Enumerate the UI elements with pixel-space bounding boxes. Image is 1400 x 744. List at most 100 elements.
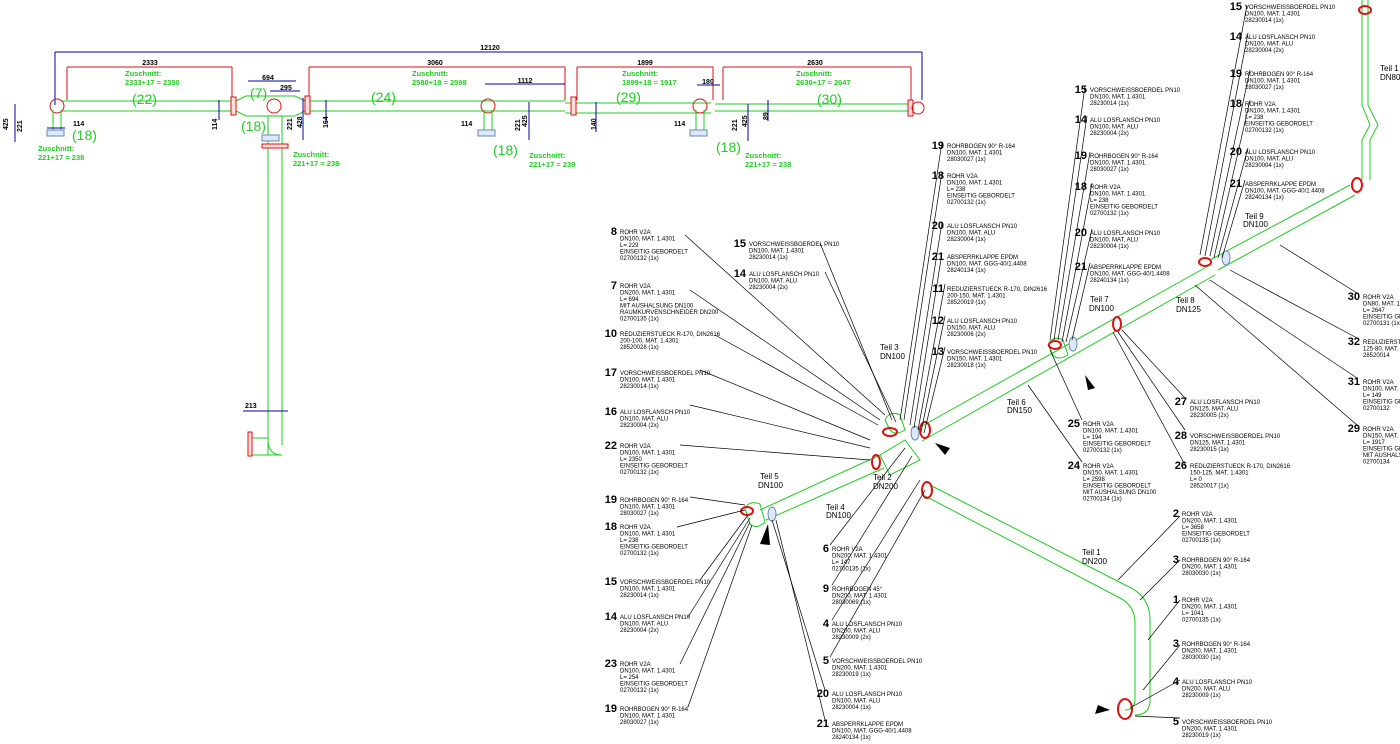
callout-line: EINSEITIG GEBORDELT xyxy=(620,250,688,256)
teil-6-dn: DN150 xyxy=(1007,406,1032,415)
callout-number: 21 xyxy=(1075,261,1087,273)
pipe-label-29: (29) xyxy=(616,89,641,105)
callout-line: DN80, MAT. 1.4301 xyxy=(1363,302,1400,308)
callout-line: ROHR V2A xyxy=(1245,102,1276,108)
flanges-elevation xyxy=(230,95,914,457)
callout-line: 02700132 (1x) xyxy=(620,688,659,694)
callout-line: 28230004 (1x) xyxy=(832,705,871,711)
callout-line: DN100, MAT. 1.4301 xyxy=(1090,95,1146,101)
callout-line: DN200, MAT. 1.4301 xyxy=(1182,727,1238,733)
callout-line: DN100, MAT. GGG-40/1.4408 xyxy=(832,729,912,735)
callout-line: DN100, MAT. ALU xyxy=(1090,125,1138,131)
callout-line: REDUZIERSTUECK R-170, DIN2616 xyxy=(947,287,1048,293)
callout-line: DN100, MAT. 1.4301 xyxy=(1090,161,1146,167)
callout-line: ROHRBOGEN 90° R-164 xyxy=(620,498,689,504)
callout-line: DN200, MAT. ALU xyxy=(1182,687,1230,693)
callout-line: L= 1917 xyxy=(1363,440,1386,446)
callout-line: 28230014 (1x) xyxy=(1090,101,1129,107)
callout-line: EINSEITIG GEBORDELT xyxy=(1245,122,1313,128)
callout-line: 02700132 (1x) xyxy=(620,551,659,557)
cut-value-30: 2630+17 = 2647 xyxy=(796,78,851,87)
dim-180: 180 xyxy=(702,79,714,86)
callout-line: 02700132 (1x) xyxy=(1090,211,1129,217)
callout-line: ALU LOSFLANSCH PN10 xyxy=(1245,35,1316,41)
callout-number: 32 xyxy=(1348,336,1360,348)
callout-line: 28240134 (1x) xyxy=(947,268,986,274)
callout-line: EINSEITIG GEBORDELT xyxy=(620,545,688,551)
callout-line: DN100, MAT. ALU xyxy=(947,231,995,237)
callout-number: 18 xyxy=(1230,98,1242,110)
callout-line: 28240134 (1x) xyxy=(1245,195,1284,201)
callout-line: ALU LOSFLANSCH PN10 xyxy=(620,615,691,621)
callout-line: ROHR V2A xyxy=(1363,380,1394,386)
callout-line: ALU LOSFLANSCH PN10 xyxy=(832,622,903,628)
callout-line: 28230004 (1x) xyxy=(947,237,986,243)
callout-line: DN100, MAT. 1.4301 xyxy=(1090,192,1146,198)
callout-line: 150-125, MAT. 1.4301 xyxy=(1190,471,1249,477)
callout-line: DN100, MAT. 1.4301 xyxy=(620,714,676,720)
teil-9-dn: DN100 xyxy=(1243,220,1268,229)
callout-line: ROHR V2A xyxy=(1083,464,1114,470)
callout-line: ALU LOSFLANSCH PN10 xyxy=(1190,400,1261,406)
dim-1112: 1112 xyxy=(518,78,533,85)
pipe-label-22: (22) xyxy=(132,91,157,107)
dim-89: 89 xyxy=(763,112,770,120)
callout-line: DN125, MAT. ALU xyxy=(1190,407,1238,413)
callout-line: 28230006 (2x) xyxy=(947,332,986,338)
dim-213: 213 xyxy=(245,403,257,410)
callout-line: 200-150, MAT. 1.4301 xyxy=(947,294,1006,300)
elbows-elevation xyxy=(49,98,925,115)
teil-9-name: Teil 9 xyxy=(1245,212,1264,221)
callout-line: RAUMKURVENSCHNEIDER DN200 xyxy=(620,310,719,316)
callout-line: L= 238 xyxy=(1245,115,1264,121)
teil-6-name: Teil 6 xyxy=(1007,398,1026,407)
iso-pipes xyxy=(744,0,1379,716)
callout-line: 28230019 (1x) xyxy=(832,672,871,678)
callout-line: 28230004 (2x) xyxy=(620,628,659,634)
teil-labels: Teil 1 DN200 Teil 2 DN200 Teil 3 DN100 T… xyxy=(758,64,1400,566)
callout-number: 9 xyxy=(823,583,829,595)
callout-number: 10 xyxy=(605,328,617,340)
dim-221-a: 221 xyxy=(17,120,24,132)
callout-line: 125-80, MAT. xyxy=(1363,347,1399,353)
callout-line: 28230004 (2x) xyxy=(749,285,788,291)
callout-number: 4 xyxy=(823,618,830,630)
callout-line: DN100, MAT. 1.4301 xyxy=(620,237,676,243)
callout-line: ALU LOSFLANSCH PN10 xyxy=(749,272,820,278)
callout-line: 200-100, MAT. 1.4301 xyxy=(620,339,679,345)
branch-label-18a: (18) xyxy=(72,127,97,143)
teil-3-dn: DN100 xyxy=(880,352,905,361)
callout-number: 5 xyxy=(823,655,829,667)
callout-number: 15 xyxy=(1075,84,1087,96)
callout-number: 22 xyxy=(605,440,617,452)
callout-line: ALU LOSFLANSCH PN10 xyxy=(1090,118,1161,124)
callout-number: 15 xyxy=(605,576,617,588)
callout-line: MIT AUSHALSUNG xyxy=(1363,453,1400,459)
callout-number: 11 xyxy=(932,283,944,295)
callout-number: 19 xyxy=(605,703,617,715)
callout-line: 28230014 (1x) xyxy=(620,384,659,390)
callout-line: 28230018 (1x) xyxy=(947,363,986,369)
callout-line: 28030027 (1x) xyxy=(620,720,659,726)
teil-7-name: Teil 7 xyxy=(1090,295,1109,304)
callout-number: 21 xyxy=(1230,178,1242,190)
callout-number: 12 xyxy=(932,315,944,327)
branch-cut-title-d: Zuschnitt: xyxy=(745,151,781,160)
callout-line: DN100, MAT. 1.4301 xyxy=(620,378,676,384)
callout-line: DN100, MAT. ALU xyxy=(1245,157,1293,163)
callout-line: ROHRBOGEN 90° R-164 xyxy=(620,707,689,713)
callout-number: 15 xyxy=(734,238,746,250)
